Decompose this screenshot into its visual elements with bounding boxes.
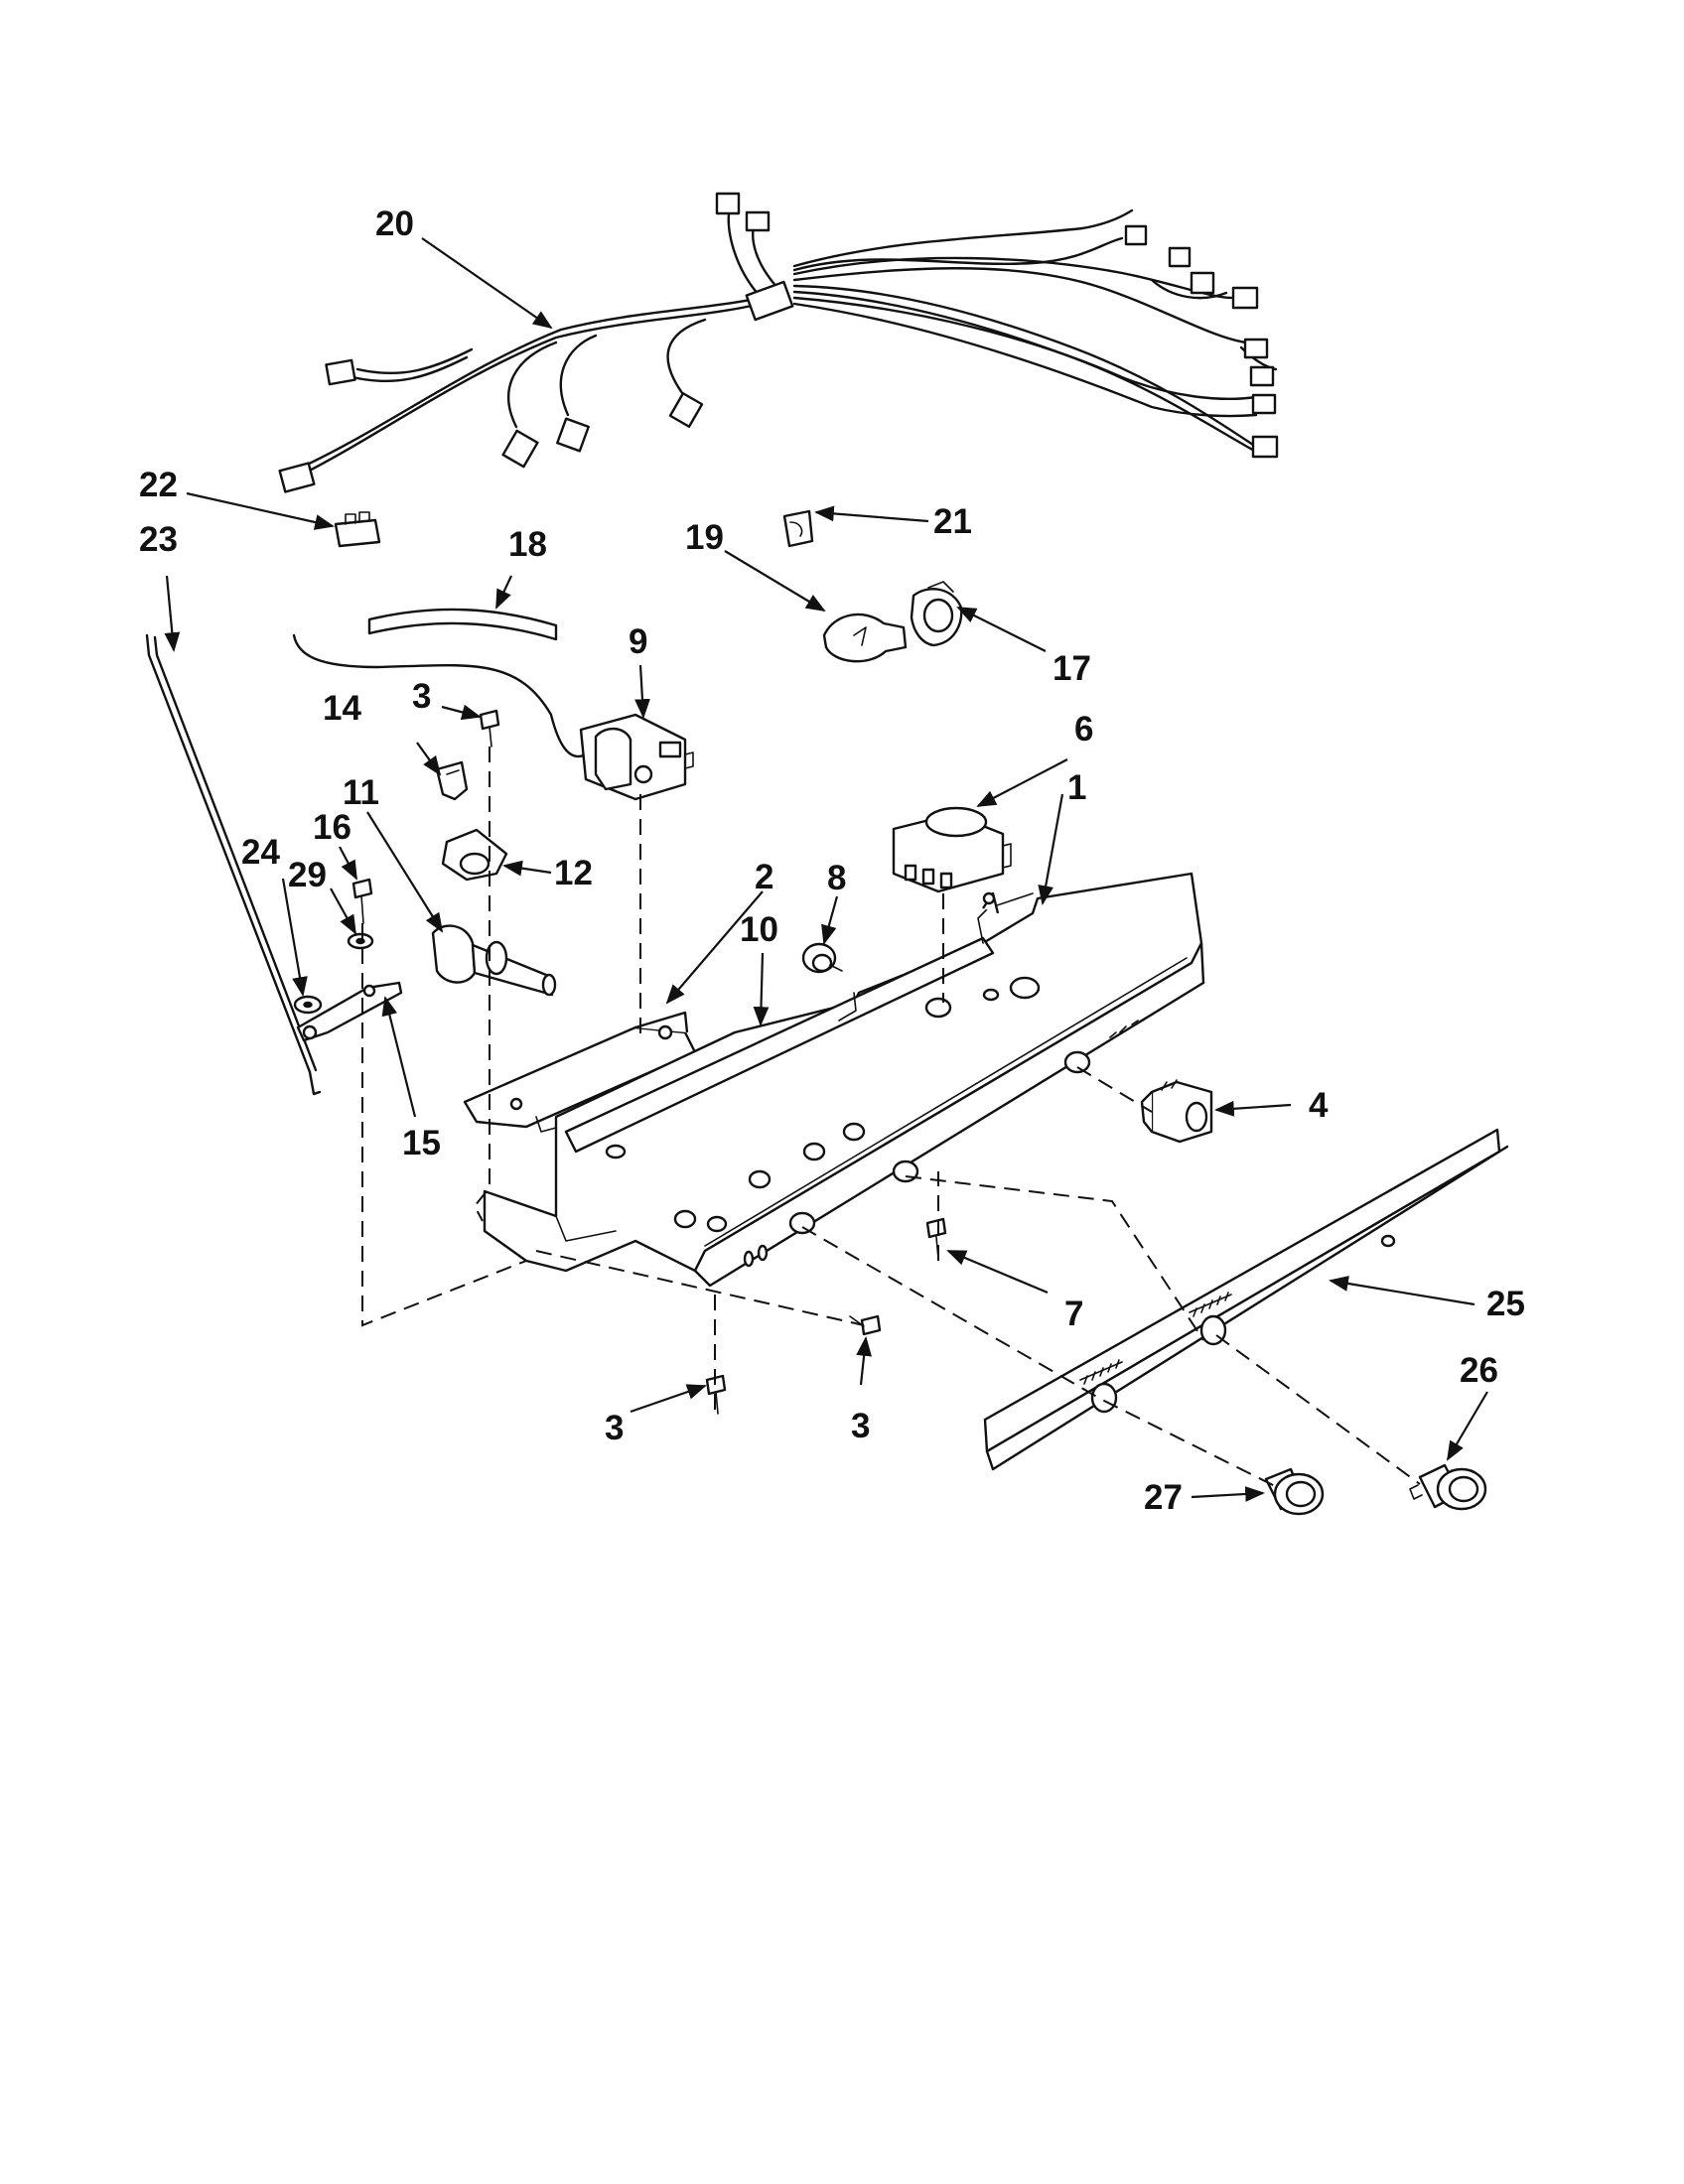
- callout-3-lower-left: 3: [605, 1409, 624, 1447]
- callout-8: 8: [827, 859, 846, 897]
- callout-19: 19: [685, 518, 724, 557]
- screw-part-16: [351, 878, 373, 924]
- washer-part-29: [347, 932, 374, 950]
- housing-part-1: [483, 872, 1205, 1288]
- screw-part-3-upper: [479, 709, 500, 748]
- callout-29: 29: [288, 856, 327, 894]
- callout-14: 14: [323, 689, 361, 728]
- rod-part-23: [145, 633, 322, 1096]
- callout-6: 6: [1074, 710, 1093, 749]
- control-part-9: [292, 633, 694, 801]
- panel-part-25: [983, 1128, 1509, 1471]
- callout-22: 22: [139, 466, 178, 504]
- callout-11: 11: [343, 773, 379, 812]
- shaft-part-11: [431, 924, 557, 997]
- callout-20: 20: [375, 205, 414, 243]
- screw-part-7: [925, 1217, 947, 1260]
- knob-part-26: [1409, 1463, 1487, 1511]
- callout-12: 12: [554, 854, 593, 892]
- callout-10: 10: [740, 910, 778, 949]
- callout-1: 1: [1067, 768, 1086, 807]
- callout-3-upper: 3: [412, 677, 431, 716]
- assembly-lines: [361, 747, 1421, 1490]
- callout-3-lower-right: 3: [851, 1407, 870, 1445]
- callout-7: 7: [1064, 1295, 1083, 1333]
- callout-25: 25: [1486, 1285, 1525, 1323]
- callout-9: 9: [629, 622, 647, 661]
- leader-arrows: [164, 237, 1488, 1502]
- callout-16: 16: [313, 808, 351, 847]
- socket-part-17: [910, 581, 963, 647]
- callout-23: 23: [139, 520, 178, 559]
- switch-part-4: [1140, 1079, 1213, 1144]
- callout-15: 15: [402, 1124, 441, 1162]
- bulb-part-19: [822, 613, 908, 663]
- callout-17: 17: [1052, 649, 1091, 688]
- clip-part-22: [334, 511, 381, 548]
- lever-part-15: [296, 981, 403, 1042]
- screw-part-3-lower-right: [849, 1314, 882, 1336]
- callout-18: 18: [508, 525, 547, 564]
- grommet-part-8: [801, 942, 843, 974]
- callout-21: 21: [933, 502, 972, 541]
- holder-part-12: [441, 828, 508, 882]
- clip-part-21: [782, 509, 814, 548]
- callout-24: 24: [241, 833, 280, 872]
- callout-26: 26: [1460, 1351, 1498, 1390]
- callout-4: 4: [1309, 1086, 1329, 1125]
- timer-part-6: [892, 806, 1012, 893]
- wire-harness: [278, 192, 1279, 493]
- callout-labels: 1 2 3 3 3 4 6 7 8 9 10 11 12 14 15 16 17…: [139, 205, 1525, 1517]
- tube-part-18: [367, 608, 558, 641]
- bracket-part-14: [435, 760, 469, 801]
- knob-part-27: [1264, 1467, 1325, 1516]
- callout-2: 2: [755, 858, 773, 896]
- washer-part-24: [293, 995, 323, 1015]
- callout-27: 27: [1144, 1478, 1183, 1517]
